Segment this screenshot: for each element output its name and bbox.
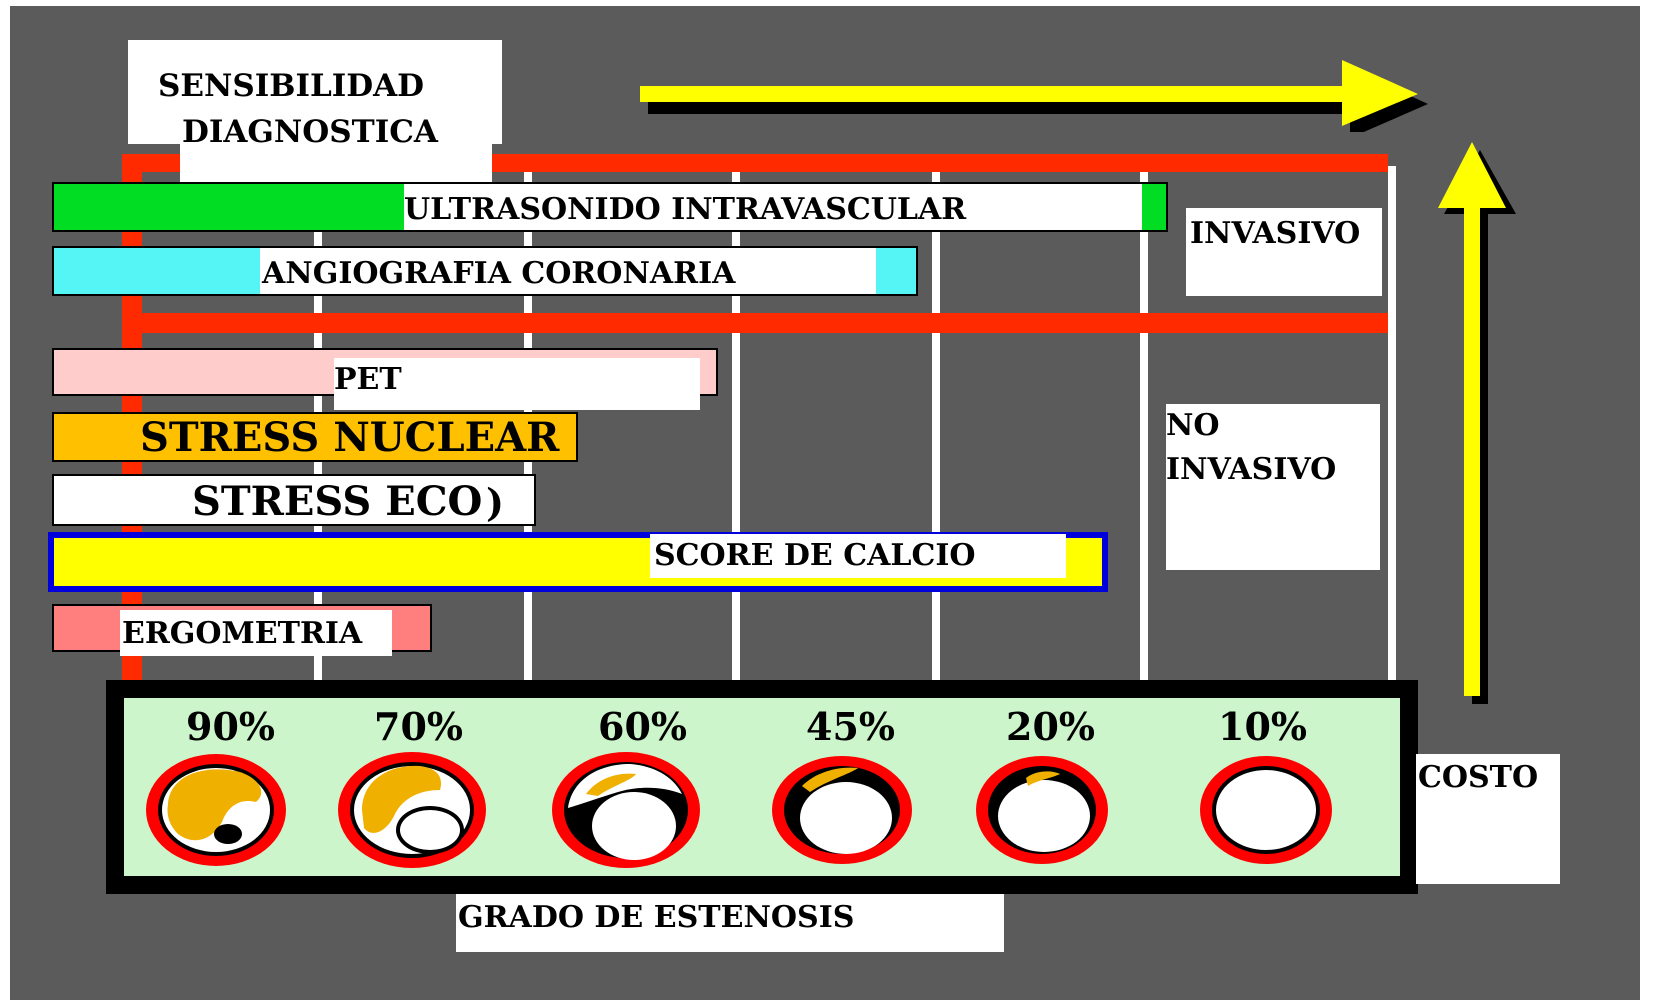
stenosis-level-45: 45% xyxy=(806,704,895,749)
noninvasive-label-line1: NO xyxy=(1166,408,1220,443)
invasive-label: INVASIVO xyxy=(1190,216,1361,251)
bar-ergometria-label: ERGOMETRIA xyxy=(122,616,363,651)
bar-pet-label: PET xyxy=(334,362,402,397)
cost-box xyxy=(1416,754,1560,884)
stenosis-axis-box xyxy=(456,894,1004,952)
bar-angiografia-label: ANGIOGRAFIA CORONARIA xyxy=(262,256,736,291)
vessel-20-icon xyxy=(976,756,1108,864)
noninvasive-label-line2: INVASIVO xyxy=(1166,452,1337,487)
invasive-box xyxy=(1186,208,1382,296)
bar-score-calcio-label: SCORE DE CALCIO xyxy=(654,538,976,573)
vessel-70-icon xyxy=(338,752,486,868)
vessel-10-icon xyxy=(1200,756,1332,864)
title-line-2: DIAGNOSTICA xyxy=(182,114,438,150)
vessel-90-icon xyxy=(146,754,286,866)
bar-pet-label-bg xyxy=(334,358,700,410)
stenosis-level-60: 60% xyxy=(598,704,687,749)
stenosis-level-70: 70% xyxy=(374,704,463,749)
bar-score-calcio-label-bg xyxy=(650,534,1066,578)
diagram-canvas: SENSIBILIDAD DIAGNOSTICA ULTRASONIDO INT… xyxy=(10,6,1640,1000)
red-line-invasive-divider xyxy=(122,313,1388,333)
stenosis-level-10: 10% xyxy=(1218,704,1307,749)
gridline xyxy=(932,166,940,691)
bar-ivus-label-bg xyxy=(404,184,1142,230)
gridline xyxy=(732,166,740,691)
bar-stress-eco-suffix: ) xyxy=(486,480,504,525)
noninvasive-box xyxy=(1166,404,1380,570)
vessel-45-icon xyxy=(772,756,912,864)
stenosis-axis-label: GRADO DE ESTENOSIS xyxy=(458,900,855,935)
bar-ivus-label: ULTRASONIDO INTRAVASCULAR xyxy=(404,192,967,227)
title-box xyxy=(128,40,502,144)
gridline xyxy=(1388,166,1396,691)
bar-stress-nuclear-label: STRESS NUCLEAR xyxy=(140,414,560,461)
cost-label: COSTO xyxy=(1418,760,1539,795)
bar-angiografia-label-bg xyxy=(260,248,876,294)
arrow-right-icon xyxy=(640,60,1428,132)
arrow-up-icon xyxy=(1438,142,1516,704)
stenosis-panel xyxy=(106,680,1418,894)
bar-stress-eco xyxy=(52,474,536,526)
bar-stress-nuclear xyxy=(52,412,578,462)
stenosis-level-20: 20% xyxy=(1006,704,1095,749)
vessel-60-icon xyxy=(552,752,700,868)
stenosis-level-90: 90% xyxy=(186,704,275,749)
bar-stress-eco-label: STRESS ECO xyxy=(192,478,483,525)
gridline xyxy=(1140,166,1148,691)
title-line-1: SENSIBILIDAD xyxy=(158,68,425,104)
bar-ergometria-label-bg xyxy=(120,610,392,656)
